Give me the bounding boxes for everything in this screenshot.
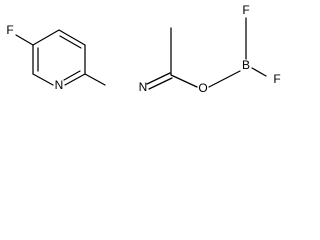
bond-nimine-c-upper	[146, 72, 171, 85]
bond-ring-n-c6	[32, 73, 54, 86]
atom-nitrogen-imine: N	[139, 80, 148, 94]
bond-ring-c4-c3-inner	[59, 35, 82, 49]
bond-ring-c2-n	[64, 73, 86, 86]
imidate-chain	[84, 17, 267, 90]
bond-c5-f	[15, 34, 34, 46]
atom-fluorine-ring: F	[6, 23, 13, 37]
atom-boron: B	[242, 58, 250, 72]
bond-c2-nimine	[84, 73, 106, 86]
bond-ring-c4-c3	[58, 29, 86, 46]
atom-fluorine-boron-right: F	[273, 72, 280, 86]
bond-nimine-c-lower	[148, 77, 173, 90]
bond-b-f-right	[251, 67, 267, 77]
bond-o-b	[208, 70, 241, 88]
bond-ring-c2-n-inner	[63, 70, 81, 81]
bond-ring-c5-c4	[32, 29, 60, 46]
bond-c-o	[170, 74, 198, 88]
atom-nitrogen-ring: N	[55, 78, 64, 92]
atom-oxygen: O	[198, 81, 207, 95]
atom-fluorine-boron-top: F	[242, 3, 249, 17]
chemical-structure-diagram: F N N O B F F	[6, 3, 280, 95]
pyridine-ring	[15, 29, 86, 86]
